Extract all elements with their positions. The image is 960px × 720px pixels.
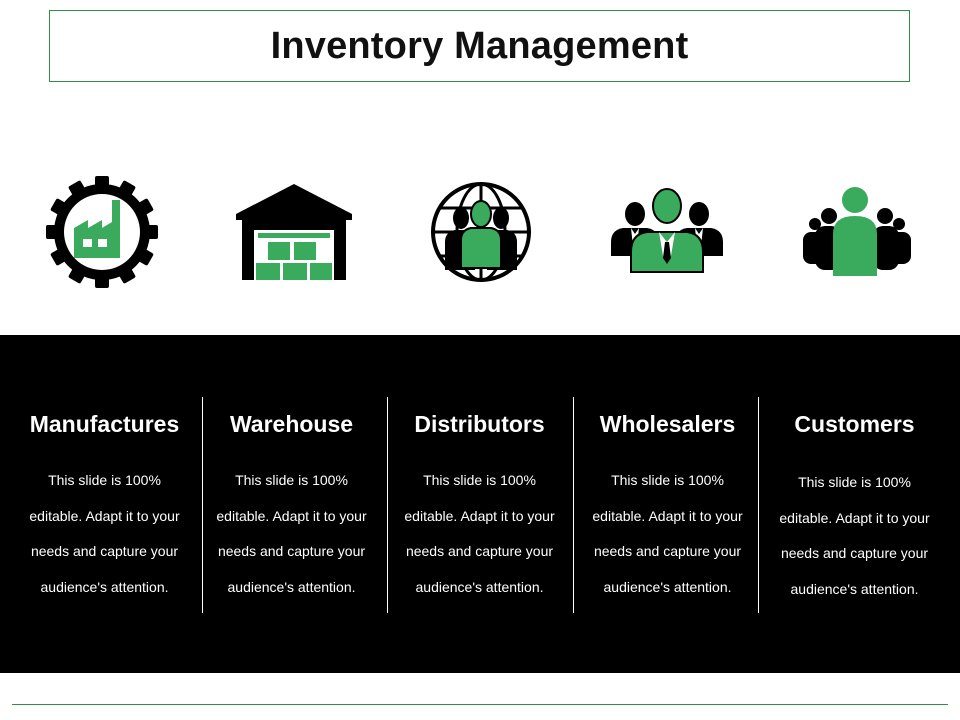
column-text: This slide is 100% editable. Adapt it to… bbox=[29, 472, 180, 595]
column-heading: Customers bbox=[794, 411, 915, 437]
column-text: This slide is 100% editable. Adapt it to… bbox=[216, 472, 367, 595]
column-customers: Customers This slide is 100% editable. A… bbox=[762, 335, 947, 673]
column-divider bbox=[202, 397, 203, 613]
customers-group-icon bbox=[797, 172, 917, 292]
column-divider bbox=[387, 397, 388, 613]
global-people-icon bbox=[421, 172, 541, 292]
column-warehouse: Warehouse This slide is 100% editable. A… bbox=[199, 335, 384, 673]
column-text: This slide is 100% editable. Adapt it to… bbox=[404, 472, 555, 595]
bottom-rule bbox=[12, 704, 948, 705]
warehouse-icon bbox=[234, 172, 354, 292]
column-manufactures: Manufactures This slide is 100% editable… bbox=[12, 335, 197, 673]
column-heading: Distributors bbox=[414, 411, 545, 437]
column-heading: Manufactures bbox=[29, 411, 180, 437]
column-heading: Wholesalers bbox=[599, 411, 736, 437]
column-heading: Warehouse bbox=[229, 411, 354, 437]
content-band: Manufactures This slide is 100% editable… bbox=[0, 335, 960, 673]
column-distributors: Distributors This slide is 100% editable… bbox=[387, 335, 572, 673]
factory-gear-icon bbox=[42, 172, 162, 292]
column-divider bbox=[573, 397, 574, 613]
title-box: Inventory Management bbox=[49, 10, 910, 82]
slide-title: Inventory Management bbox=[270, 24, 689, 67]
column-text: This slide is 100% editable. Adapt it to… bbox=[779, 474, 930, 597]
business-team-icon bbox=[607, 172, 727, 292]
column-text: This slide is 100% editable. Adapt it to… bbox=[592, 472, 743, 595]
column-wholesalers: Wholesalers This slide is 100% editable.… bbox=[575, 335, 760, 673]
column-divider bbox=[758, 397, 759, 613]
